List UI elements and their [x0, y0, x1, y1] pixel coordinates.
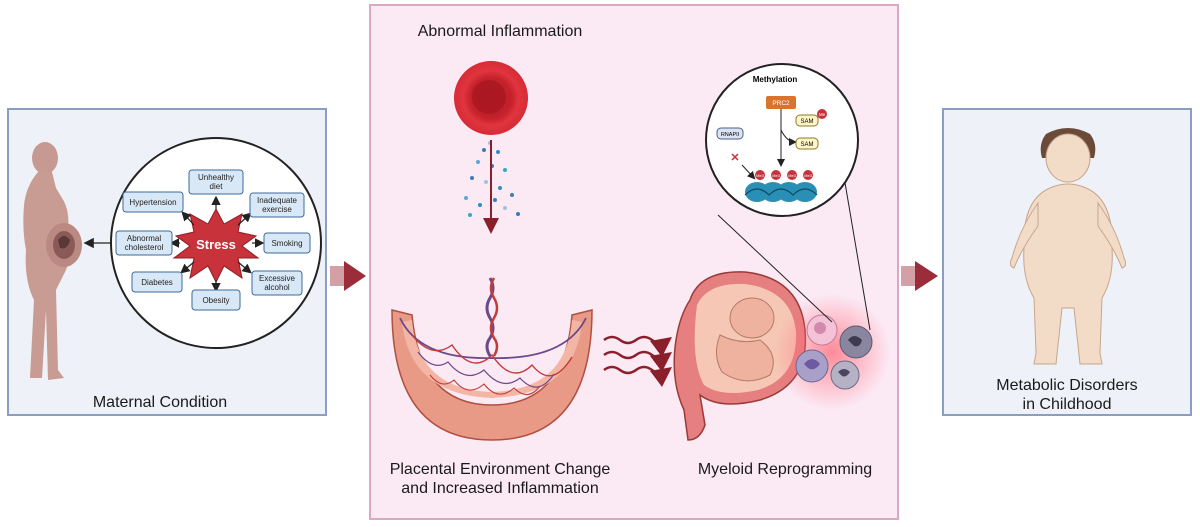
- pregnant-woman-icon: [23, 142, 82, 380]
- svg-text:Obesity: Obesity: [202, 296, 229, 305]
- factor-diabetes: Diabetes: [131, 271, 183, 293]
- prc2-box: [766, 96, 796, 109]
- zoom-line-right: [841, 164, 871, 331]
- placenta-icon: [391, 277, 593, 441]
- metabolic-disorders-label: Metabolic Disorders in Childhood: [996, 377, 1138, 413]
- methylation-circle: [705, 63, 859, 217]
- methylation-title: Methylation: [753, 75, 798, 84]
- wavy-arrows: [603, 335, 673, 387]
- histone-mark-4: Me3: [804, 173, 813, 178]
- flow-arrow-2: [901, 261, 938, 291]
- sam-arrow: [780, 129, 797, 146]
- fetus-in-uterus-icon: [673, 271, 807, 441]
- placental-change-label: Placental Environment Change and Increas…: [389, 461, 611, 497]
- sam-box-2: [795, 137, 819, 150]
- stress-label: Stress: [196, 237, 236, 252]
- zoom-line-left: [717, 214, 833, 323]
- rnapii-label: RNAPII: [721, 132, 740, 138]
- rnapii-arrow: [741, 164, 756, 180]
- child-figure-icon: [1009, 128, 1127, 365]
- me-label: Me: [819, 112, 826, 117]
- factor-smoking: Smoking: [263, 232, 311, 254]
- inhibit-x-icon: ✕: [730, 152, 739, 164]
- inflammation-glow: [774, 294, 890, 410]
- svg-text:Hypertension: Hypertension: [129, 198, 176, 207]
- rnapii-box: [716, 127, 744, 140]
- histone-mark-2: Me3: [772, 173, 781, 178]
- factor-arrows: [169, 195, 265, 293]
- maternal-condition-label: Maternal Condition: [92, 394, 228, 411]
- myeloid-cells-icon: [795, 314, 873, 390]
- sam-label-2: SAM: [800, 142, 813, 148]
- svg-text:Smoking: Smoking: [271, 239, 302, 248]
- histone-mark-1: Me3: [756, 173, 765, 178]
- abnormal-inflammation-title: Abnormal Inflammation: [417, 23, 583, 40]
- nucleosome-chain-icon: [744, 170, 818, 202]
- histone-mark-3: Me3: [788, 173, 797, 178]
- factor-hypertension: Hypertension: [122, 191, 184, 213]
- factor-obesity: Obesity: [191, 289, 241, 311]
- prc2-label: PRC2: [772, 100, 790, 107]
- sam-box-1: [795, 114, 819, 127]
- myeloid-reprogramming-label: Myeloid Reprogramming: [697, 461, 873, 478]
- child-figure-canvas: [1009, 128, 1127, 365]
- me-circle: [817, 109, 827, 119]
- svg-text:Diabetes: Diabetes: [141, 278, 173, 287]
- sam-label-1: SAM: [800, 119, 813, 125]
- flow-arrow-1: [330, 261, 366, 291]
- inflammatory-cell-icon: [454, 61, 528, 135]
